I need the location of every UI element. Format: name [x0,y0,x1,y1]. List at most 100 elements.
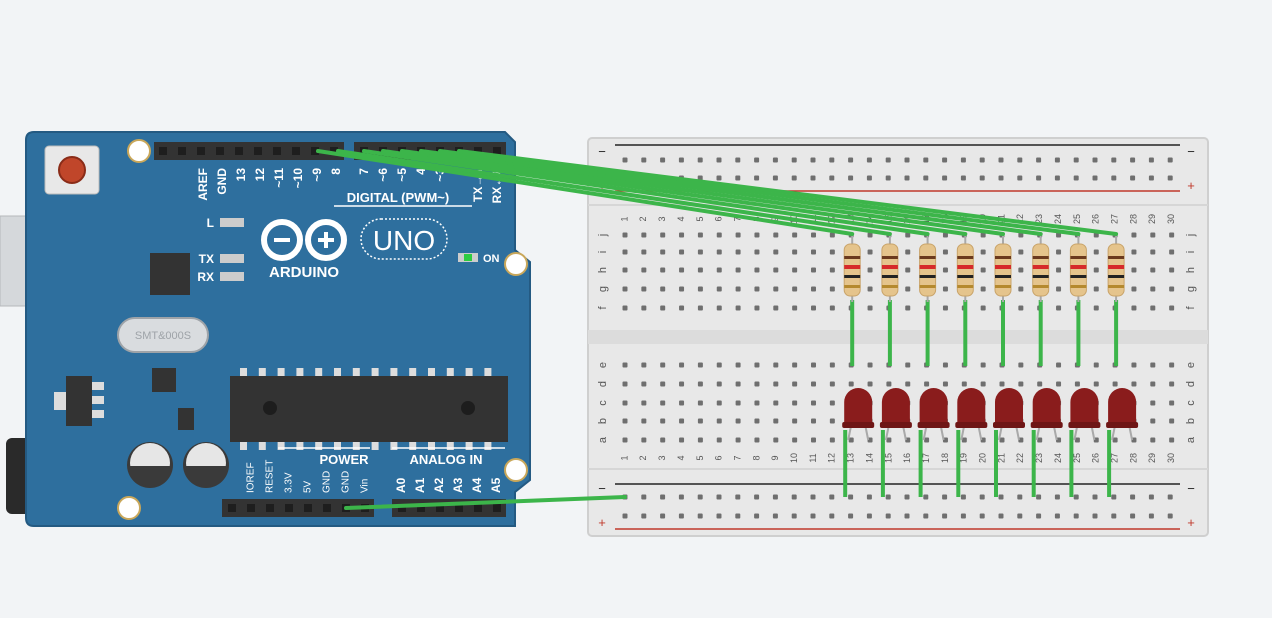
breadboard-hole[interactable] [1169,249,1175,255]
breadboard-hole[interactable] [735,305,741,311]
breadboard-hole[interactable] [1092,157,1098,163]
breadboard-hole[interactable] [1131,267,1137,273]
breadboard-hole[interactable] [792,286,798,292]
breadboard-hole[interactable] [811,249,816,255]
breadboard-hole[interactable] [716,494,722,500]
breadboard-hole[interactable] [1056,362,1062,368]
breadboard-hole[interactable] [622,437,628,443]
breadboard-hole[interactable] [867,362,873,368]
breadboard-hole[interactable] [622,249,628,255]
breadboard-hole[interactable] [660,437,666,443]
breadboard-hole[interactable] [829,381,835,387]
breadboard-hole[interactable] [980,267,986,273]
breadboard-hole[interactable] [848,494,854,500]
breadboard-hole[interactable] [1074,437,1080,443]
breadboard-hole[interactable] [1169,381,1175,387]
breadboard-hole[interactable] [679,286,685,292]
breadboard-hole[interactable] [1167,513,1173,519]
breadboard-hole[interactable] [829,286,835,292]
breadboard-hole[interactable] [772,494,778,500]
header-socket[interactable] [228,504,236,512]
breadboard-hole[interactable] [980,381,986,387]
breadboard-hole[interactable] [923,175,929,181]
led[interactable] [842,388,875,441]
breadboard-hole[interactable] [1093,381,1099,387]
breadboard-hole[interactable] [1056,381,1062,387]
led[interactable] [1106,388,1139,441]
breadboard-hole[interactable] [1018,381,1024,387]
breadboard-hole[interactable] [1018,305,1024,311]
breadboard-hole[interactable] [1150,232,1156,238]
breadboard-hole[interactable] [979,157,985,163]
header-socket[interactable] [292,147,300,155]
led-dome[interactable] [995,388,1023,424]
header-socket[interactable] [197,147,205,155]
breadboard-hole[interactable] [716,305,722,311]
breadboard-hole[interactable] [791,513,797,519]
breadboard-hole[interactable] [791,175,797,181]
breadboard-hole[interactable] [697,232,703,238]
breadboard-hole[interactable] [660,381,666,387]
breadboard-hole[interactable] [942,175,948,181]
breadboard-hole[interactable] [829,157,835,163]
breadboard-hole[interactable] [979,513,985,519]
breadboard-hole[interactable] [735,267,741,273]
breadboard-hole[interactable] [848,157,854,163]
breadboard-hole[interactable] [660,232,666,238]
breadboard-hole[interactable] [829,232,835,238]
breadboard-hole[interactable] [716,267,722,273]
breadboard-hole[interactable] [867,249,873,255]
breadboard-hole[interactable] [679,267,685,273]
breadboard-hole[interactable] [754,305,760,311]
breadboard-hole[interactable] [641,513,647,519]
breadboard-hole[interactable] [1017,175,1023,181]
breadboard-hole[interactable] [792,381,798,387]
breadboard-hole[interactable] [1018,249,1024,255]
breadboard-hole[interactable] [792,305,798,311]
header-socket[interactable] [235,147,243,155]
breadboard-hole[interactable] [1150,267,1156,273]
breadboard-hole[interactable] [1092,175,1098,181]
led-dome[interactable] [1032,388,1061,424]
breadboard-hole[interactable] [810,494,816,500]
breadboard-hole[interactable] [942,513,948,519]
breadboard-hole[interactable] [1150,286,1156,292]
breadboard-hole[interactable] [1093,249,1099,255]
breadboard-hole[interactable] [660,418,666,424]
breadboard-hole[interactable] [773,400,779,406]
breadboard-hole[interactable] [679,305,685,311]
breadboard-hole[interactable] [735,513,741,519]
breadboard-hole[interactable] [905,232,911,238]
breadboard-hole[interactable] [942,381,948,387]
header-socket[interactable] [436,504,444,512]
breadboard-hole[interactable] [622,305,628,311]
breadboard-hole[interactable] [697,175,703,181]
breadboard-hole[interactable] [773,418,779,424]
breadboard-hole[interactable] [716,249,722,255]
resistor-body[interactable] [843,243,861,297]
breadboard-hole[interactable] [924,381,930,387]
led-dome[interactable] [919,388,948,424]
breadboard-hole[interactable] [735,175,741,181]
breadboard-hole[interactable] [792,232,798,238]
header-socket[interactable] [417,504,425,512]
breadboard-hole[interactable] [697,362,703,368]
breadboard-hole[interactable] [735,494,741,500]
breadboard-hole[interactable] [1073,157,1079,163]
header-socket[interactable] [304,504,312,512]
breadboard-hole[interactable] [754,362,760,368]
breadboard-hole[interactable] [866,175,872,181]
breadboard-hole[interactable] [866,513,872,519]
breadboard-hole[interactable] [1018,286,1024,292]
breadboard-hole[interactable] [1018,267,1024,273]
breadboard-hole[interactable] [735,437,741,443]
breadboard-hole[interactable] [641,362,647,368]
led-dome[interactable] [1070,388,1099,424]
jumper-wire-ground[interactable] [344,495,627,510]
resistor[interactable] [881,234,899,302]
led[interactable] [879,388,912,441]
breadboard-hole[interactable] [1150,418,1156,424]
breadboard-hole[interactable] [660,157,666,163]
breadboard-hole[interactable] [792,267,798,273]
breadboard-hole[interactable] [848,513,854,519]
